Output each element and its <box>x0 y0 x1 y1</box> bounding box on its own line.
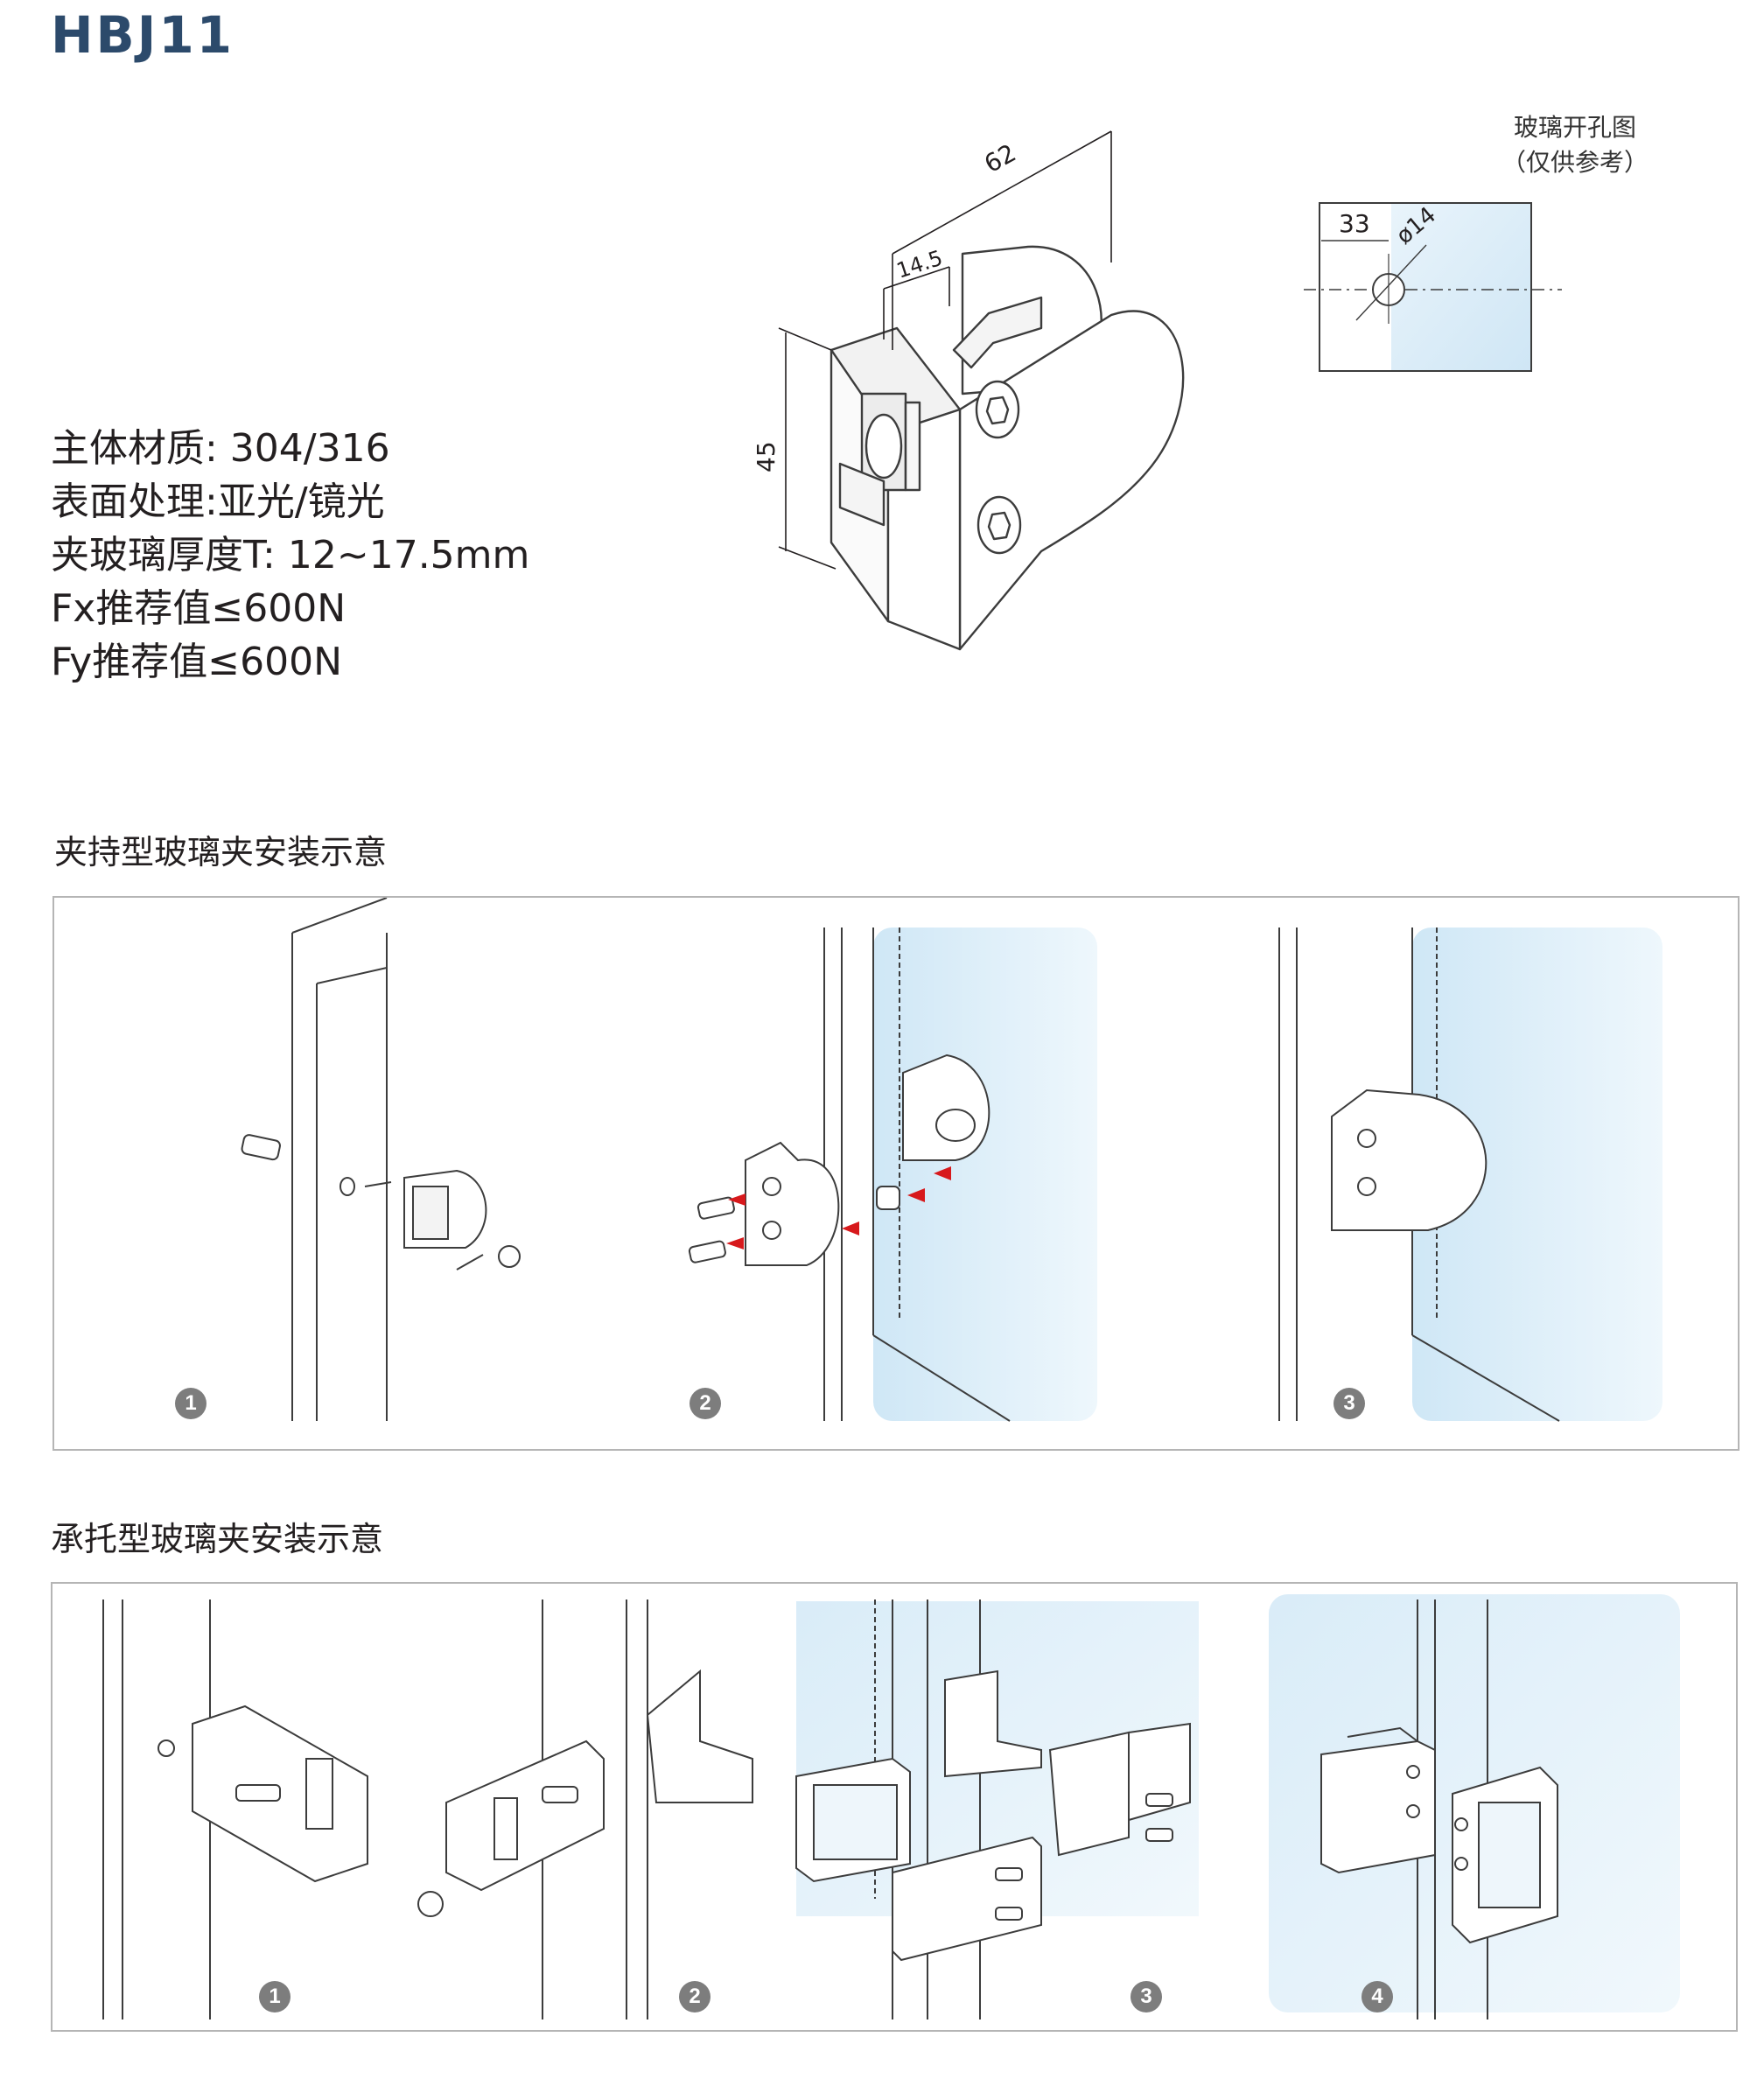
spec-finish: 表面处理:亚光/镜光 <box>51 480 385 524</box>
section-title-support: 承托型玻璃夹安装示意 <box>51 1520 384 1558</box>
support-step-4-badge: 4 <box>1362 1981 1393 2012</box>
clamp-step-3-badge: 3 <box>1334 1388 1365 1419</box>
dimension-width: 62 <box>979 138 1020 178</box>
clamp-install-panel <box>52 896 1740 1451</box>
section-title-clamp: 夹持型玻璃夹安装示意 <box>54 833 388 872</box>
product-code: HBJ11 <box>51 5 235 65</box>
support-install-illustration <box>102 1594 1680 2020</box>
spec-material: 主体材质: 304/316 <box>51 426 390 471</box>
glass-clamp-drawing: 62 14.5 45 <box>752 130 1185 651</box>
clamp-step-1-badge: 1 <box>175 1388 206 1419</box>
dimension-height: 45 <box>752 441 780 472</box>
hole-diagram-caption-line2: （仅供参考） <box>1501 148 1648 177</box>
support-step-1-badge: 1 <box>259 1981 290 2012</box>
spec-glass-thickness: 夹玻璃厚度T: 12~17.5mm <box>51 533 530 578</box>
support-install-panel <box>51 1582 1738 2032</box>
clamp-step-2-badge: 2 <box>690 1388 721 1419</box>
support-step-3-badge: 3 <box>1130 1981 1162 2012</box>
spec-fx: Fx推荐值≤600N <box>51 586 346 631</box>
hole-diagram-caption-line1: 玻璃开孔图 <box>1513 113 1636 142</box>
clamp-install-illustration <box>241 897 1662 1422</box>
hole-diagram-caption: 玻璃开孔图 （仅供参考） <box>1479 110 1671 180</box>
spec-list: 主体材质: 304/316 表面处理:亚光/镜光 夹玻璃厚度T: 12~17.5… <box>51 422 529 689</box>
hole-offset: 33 <box>1339 209 1370 238</box>
hole-diagram: 33 ø14 <box>1304 202 1562 372</box>
dimension-slot: 14.5 <box>893 246 945 284</box>
spec-fy: Fy推荐值≤600N <box>51 640 343 684</box>
support-step-2-badge: 2 <box>679 1981 710 2012</box>
